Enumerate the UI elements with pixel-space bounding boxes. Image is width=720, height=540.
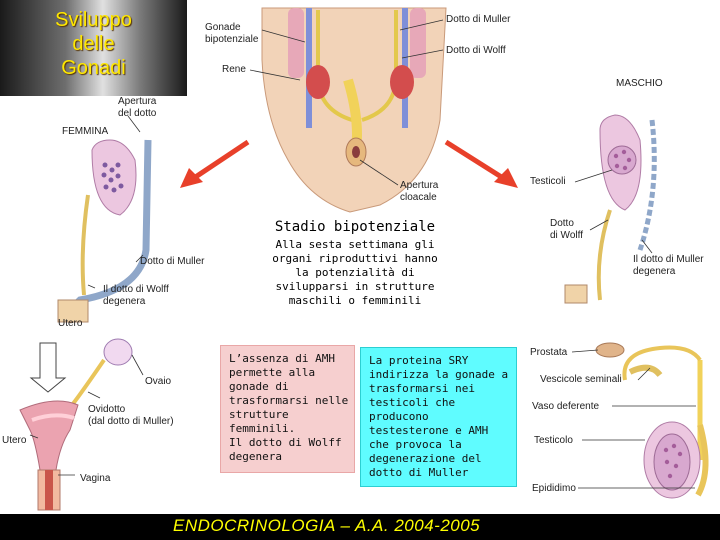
female-early-illustration [57, 139, 152, 323]
label-testicolo: Testicolo [534, 435, 573, 446]
label-apertura-cloacale: Apertura cloacale [400, 180, 439, 203]
bipotential-embryo-illustration [261, 7, 447, 213]
label-dotto-muller-female: Dotto di Muller [140, 256, 205, 267]
label-testicoli: Testicoli [530, 176, 566, 187]
label-dotto-muller-top: Dotto di Muller [446, 14, 511, 25]
arrow-to-male [444, 139, 518, 188]
label-ovidotto: Ovidotto (dal dotto di Muller) [88, 404, 174, 427]
label-dotto-wolff-top: Dotto di Wolff [446, 45, 506, 56]
label-dotto-wolff-male: Dotto di Wolff [550, 218, 583, 241]
label-maschio: MASCHIO [616, 78, 663, 89]
footer-text: ENDOCRINOLOGIA – A.A. 2004-2005 [173, 516, 481, 535]
label-epididimo: Epididimo [532, 483, 576, 494]
label-vagina: Vagina [80, 473, 111, 484]
label-wolff-degenera: Il dotto di Wolff degenera [103, 284, 169, 307]
female-mature-illustration [19, 338, 133, 511]
center-body: Alla sesta settimana gli organi riprodut… [272, 238, 438, 307]
label-gonade-bipotenziale: Gonade bipotenziale [205, 22, 259, 45]
label-apertura-dotto: Apertura del dotto [118, 96, 157, 119]
center-title: Stadio bipotenziale [274, 219, 436, 235]
label-femmina: FEMMINA [62, 126, 109, 137]
slide-title: Sviluppo delle Gonadi [55, 9, 132, 79]
label-rene: Rene [222, 64, 246, 75]
male-explanation-box: La proteina SRY indirizza la gonade a tr… [360, 347, 517, 487]
center-caption: Stadio bipotenziale Alla sesta settimana… [255, 218, 455, 308]
label-ovaio: Ovaio [145, 376, 172, 387]
female-explanation-box: L’assenza di AMH permette alla gonade di… [220, 345, 355, 473]
male-mature-illustration [595, 342, 709, 499]
male-early-illustration [564, 114, 657, 304]
label-utero-lower: Utero [2, 435, 27, 446]
label-prostata: Prostata [530, 347, 568, 358]
label-utero-upper: Utero [58, 318, 83, 329]
label-muller-degenera: Il dotto di Muller degenera [633, 254, 704, 277]
arrow-to-female [180, 139, 250, 188]
title-banner [0, 0, 187, 96]
label-vescicole-seminali: Vescicole seminali [540, 374, 622, 385]
label-vaso-deferente: Vaso deferente [532, 401, 600, 412]
footer-bar [0, 514, 720, 540]
